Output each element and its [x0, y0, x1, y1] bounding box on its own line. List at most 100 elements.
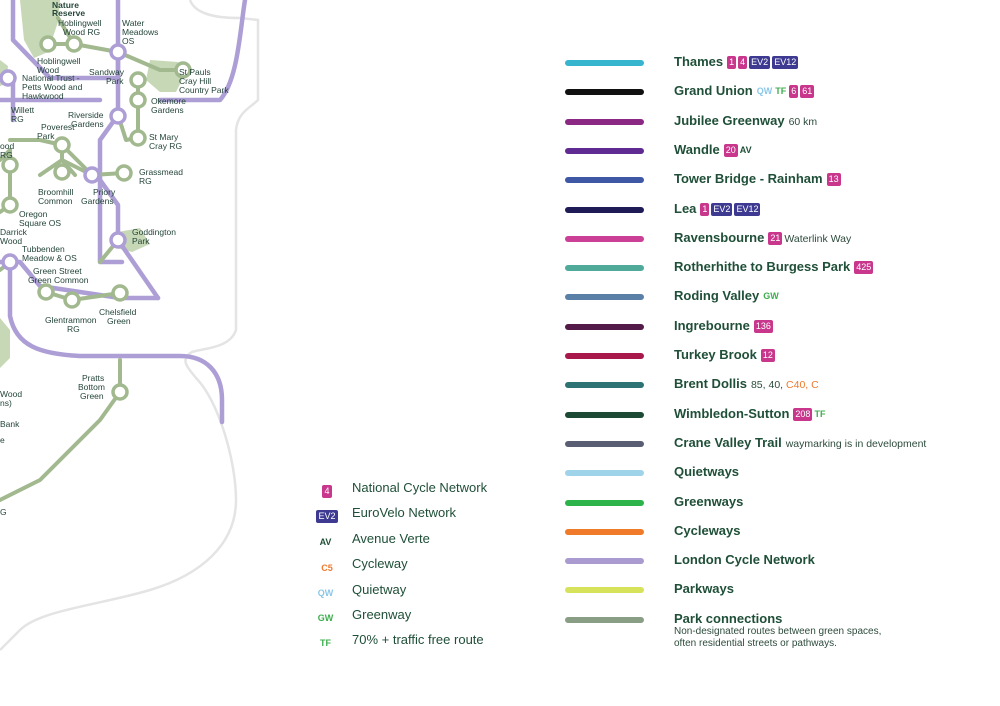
station-label: Green Street — [33, 266, 82, 276]
key-symbol: EV2 — [315, 507, 339, 525]
route-note: 60 km — [788, 115, 818, 128]
route-swatch — [565, 382, 644, 389]
route-swatch — [565, 206, 644, 213]
route-swatch — [565, 294, 644, 301]
tf-tag: TF — [775, 86, 787, 97]
route-name: Parkways — [674, 581, 734, 597]
ncn-badge: 208 — [793, 407, 813, 421]
ncn-badge: 6 — [789, 85, 799, 99]
station-label: Tubbenden — [22, 244, 65, 254]
route-swatch — [565, 265, 644, 272]
station-label: Wood RG — [63, 27, 101, 37]
route-swatch — [565, 558, 644, 565]
station-label: RG — [11, 114, 24, 124]
station-label: Reserve — [52, 8, 86, 18]
route-name: Wimbledon-Sutton — [674, 405, 790, 421]
route-name: Roding Valley — [674, 288, 760, 304]
route-label: Greenways — [674, 494, 747, 509]
key-label: Quietway — [352, 581, 407, 597]
station-label: Nature — [52, 0, 79, 10]
key-symbol: TF — [315, 634, 339, 652]
route-subnote: Non-designated routes between green spac… — [674, 625, 882, 649]
route-name: Lea — [674, 200, 697, 216]
ncn-badge: 4 — [322, 485, 332, 498]
station-label: Hoblingwell — [58, 18, 102, 28]
tf-tag: TF — [814, 408, 826, 419]
route-name: Ingrebourne — [674, 317, 750, 333]
key-symbol: C5 — [321, 563, 333, 574]
station-label: Gardens — [81, 196, 114, 206]
route-name: Tower Bridge - Rainham — [674, 171, 823, 187]
key-symbol: GW — [315, 609, 339, 627]
station-label: Country Park — [179, 85, 229, 95]
route-name: Quietways — [674, 464, 740, 480]
route-name: Thames — [674, 54, 724, 69]
station-label: Green — [80, 391, 104, 401]
station-label: ood — [0, 141, 15, 151]
route-name: Grand Union — [674, 83, 753, 99]
station-label: Pratts — [82, 373, 105, 383]
qw-tag: QW — [317, 587, 334, 598]
station-label: Park — [106, 76, 124, 86]
station-label: Water — [122, 18, 145, 28]
station-label: OS — [122, 36, 135, 46]
route-name: Crane Valley Trail — [674, 434, 782, 450]
ncn-badge: 1 — [727, 56, 737, 69]
station-label: Cray Hill — [179, 76, 212, 86]
key-label: EuroVelo Network — [352, 505, 457, 521]
station-label: Bottom — [78, 382, 105, 392]
station-label: Sandway — [89, 67, 124, 77]
station-label: Wood — [37, 65, 60, 75]
station-label: Willett — [11, 105, 35, 115]
eurovelo-badge: EV2 — [316, 510, 338, 524]
ncn-badge: 13 — [826, 173, 841, 187]
route-swatch — [565, 60, 644, 66]
station-label: Wood — [0, 236, 23, 246]
ncn-badge: 21 — [768, 231, 783, 245]
station-label: RG — [139, 176, 152, 186]
route-note: Waterlink Way — [784, 232, 852, 245]
eurovelo-badge: EV2 — [711, 202, 733, 216]
station-label: Bank — [0, 419, 20, 429]
key-label: Avenue Verte — [352, 530, 430, 546]
route-label: Park connections — [674, 611, 786, 626]
route-label: Parkways — [674, 581, 738, 596]
route-swatch — [565, 89, 644, 96]
station-label: RG — [0, 150, 13, 160]
station-label: Meadow & OS — [22, 253, 77, 263]
station-label: e — [0, 435, 5, 445]
cycleway-numbers: C40, C — [786, 379, 819, 392]
route-label: Cycleways — [674, 523, 745, 538]
station-label: Square OS — [19, 218, 62, 228]
gw-tag: GW — [317, 613, 334, 623]
key-label: National Cycle Network — [352, 480, 488, 495]
key-symbol: QW — [315, 584, 339, 602]
station-label: St Mary — [149, 132, 179, 142]
station-label: Oregon — [19, 209, 48, 219]
ncn-badge: 136 — [753, 319, 773, 333]
route-swatch — [565, 499, 644, 506]
station-label: RG — [67, 324, 80, 334]
route-swatch — [565, 177, 644, 184]
station-label: Green Common — [28, 275, 89, 285]
eurovelo-badge: EV2 — [749, 56, 771, 69]
route-label: Quietways — [674, 464, 743, 479]
stations — [0, 35, 192, 401]
station-label: National Trust - — [22, 73, 80, 83]
key-label: Greenway — [352, 607, 412, 622]
key-label: Cycleway — [352, 556, 408, 572]
route-name: Brent Dollis — [674, 376, 747, 392]
av-tag: AV — [739, 144, 752, 155]
route-swatch — [565, 440, 644, 447]
